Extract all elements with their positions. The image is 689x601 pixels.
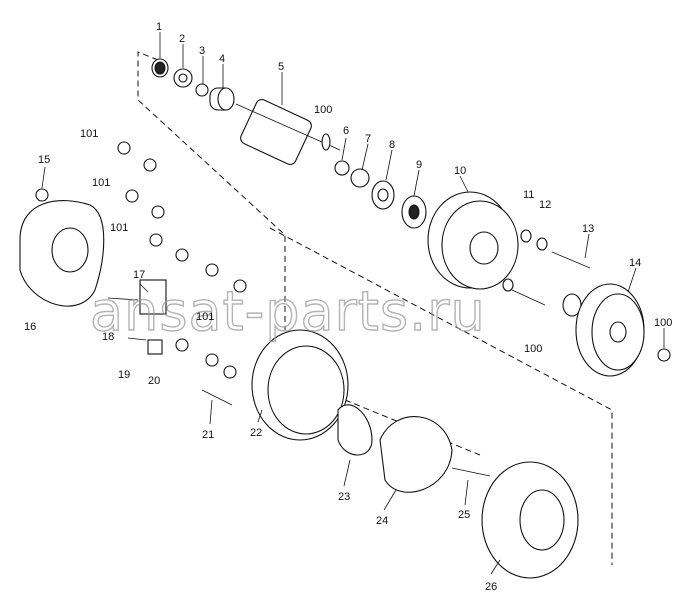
callout-21: 21 xyxy=(202,429,214,441)
callout-16: 16 xyxy=(24,321,36,333)
watermark-text: ansat-parts.ru xyxy=(90,280,486,343)
callout-1: 1 xyxy=(156,21,162,33)
callout-2: 2 xyxy=(179,33,185,45)
assembly-boundary-right xyxy=(269,227,613,565)
assembly-boundary-upper xyxy=(137,51,286,330)
callout-9: 9 xyxy=(416,159,422,171)
drive-end-housing xyxy=(427,191,519,290)
callout-13: 13 xyxy=(582,223,594,235)
end-cover xyxy=(19,188,105,307)
callout-101: 101 xyxy=(92,177,110,189)
callout-19: 19 xyxy=(118,369,130,381)
callout-24: 24 xyxy=(376,515,388,527)
callout-leaders xyxy=(41,32,665,575)
callout-100: 100 xyxy=(314,104,332,116)
callout-labels: 1 2 3 4 5 100 6 7 8 9 101 15 101 101 10 … xyxy=(24,21,672,593)
callout-6: 6 xyxy=(343,125,349,137)
callout-17: 17 xyxy=(133,269,145,281)
bolts-and-washers xyxy=(502,229,591,317)
pulley xyxy=(575,283,671,377)
brush-holder-parts xyxy=(107,279,167,355)
callout-100: 100 xyxy=(654,317,672,329)
callout-8: 8 xyxy=(389,139,395,151)
terminal-studs xyxy=(117,141,247,379)
callout-7: 7 xyxy=(365,133,371,145)
rotor-shaft-group xyxy=(151,58,427,229)
callout-12: 12 xyxy=(539,199,551,211)
callout-101: 101 xyxy=(196,311,214,323)
callout-26: 26 xyxy=(485,581,497,593)
callout-3: 3 xyxy=(199,45,205,57)
callout-23: 23 xyxy=(338,491,350,503)
callout-18: 18 xyxy=(102,331,114,343)
callout-14: 14 xyxy=(629,257,641,269)
callout-20: 20 xyxy=(148,375,160,387)
callout-5: 5 xyxy=(278,61,284,73)
callout-11: 11 xyxy=(523,189,534,201)
callout-101: 101 xyxy=(110,222,128,234)
callout-4: 4 xyxy=(219,53,225,65)
callout-25: 25 xyxy=(458,509,470,521)
callout-101: 101 xyxy=(80,128,98,140)
callout-10: 10 xyxy=(454,165,466,177)
rectifier-stator-group xyxy=(337,404,579,579)
callout-15: 15 xyxy=(38,154,50,166)
callout-22: 22 xyxy=(250,427,262,439)
rear-housing xyxy=(201,329,349,441)
callout-100: 100 xyxy=(524,343,542,355)
